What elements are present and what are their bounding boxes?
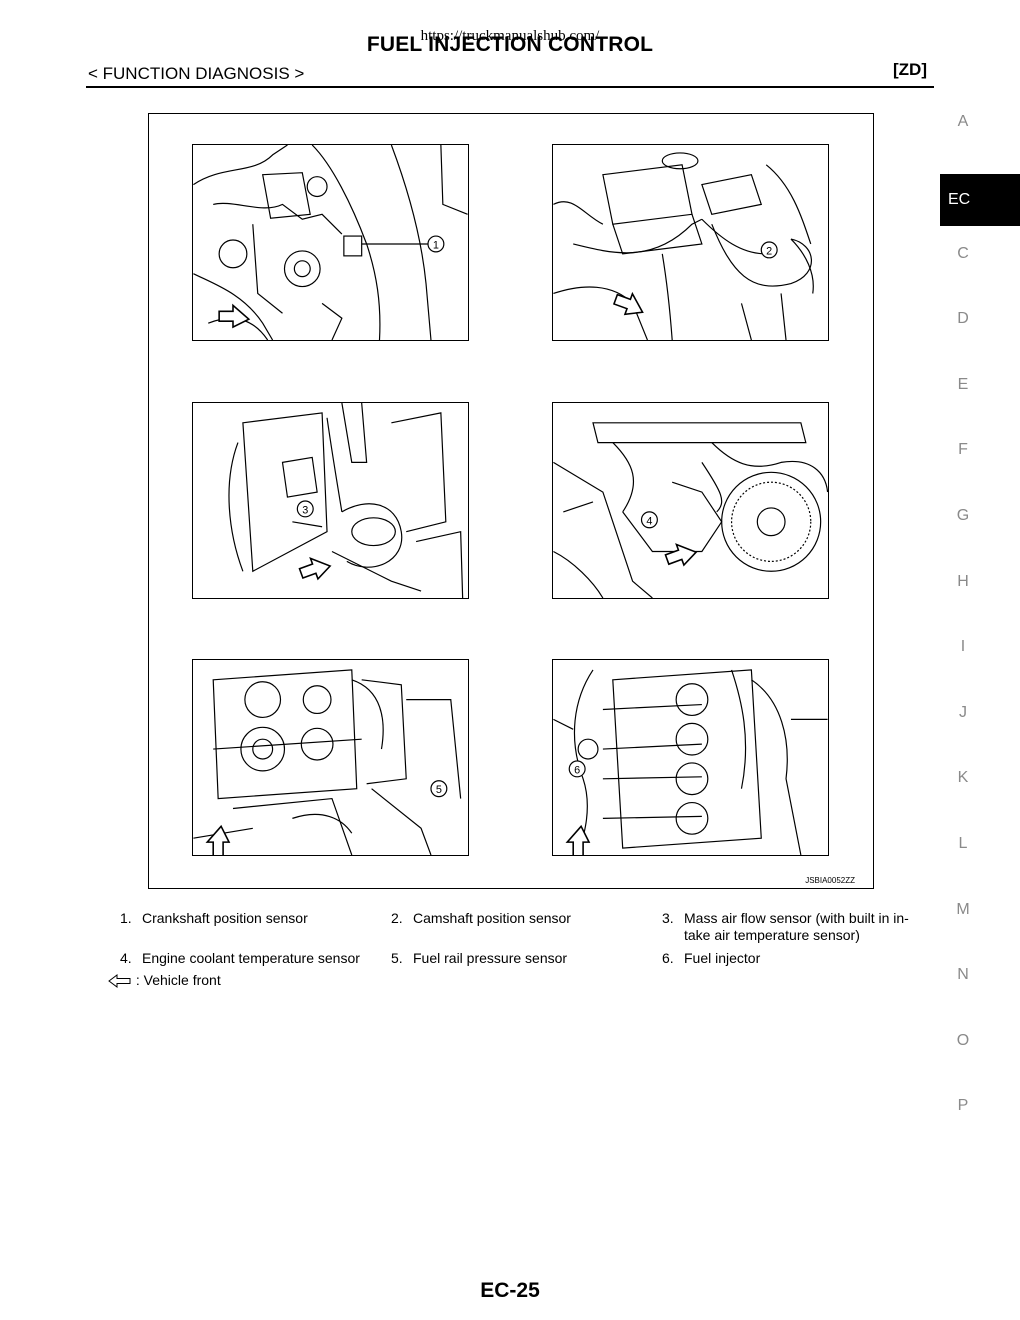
side-index-d[interactable]: D: [957, 310, 969, 328]
legend-number: 3.: [662, 910, 674, 926]
legend-text: Camshaft position sensor: [413, 910, 571, 926]
side-index-ec[interactable]: EC: [940, 173, 1020, 226]
side-index-e[interactable]: E: [957, 375, 969, 393]
side-index-m[interactable]: M: [956, 900, 970, 918]
legend-number: 2.: [391, 910, 403, 926]
panel-crankshaft-sensor: 1: [192, 144, 469, 341]
engine-illustration-6: 6: [553, 669, 828, 855]
vehicle-front-arrow-icon: [108, 974, 131, 989]
component-location-figure: 1 2: [148, 113, 874, 889]
side-index-n[interactable]: N: [957, 966, 969, 984]
vehicle-front-label: : Vehicle front: [135, 972, 221, 988]
callout-2: 2: [766, 245, 772, 257]
engine-illustration-2: 2: [553, 152, 814, 340]
engine-illustration-5: 5: [193, 669, 462, 855]
side-index-o[interactable]: O: [956, 1031, 970, 1049]
legend-text: Engine coolant temperature sensor: [142, 950, 360, 966]
side-index-nav: A EC C D E F G H I J K L M N O P: [940, 104, 1020, 1154]
vehicle-front-legend: : Vehicle front: [108, 972, 221, 989]
panel-fuel-injector: 6: [552, 659, 829, 856]
engine-illustration-3: 3: [228, 403, 464, 598]
callout-6-circle: [568, 760, 586, 778]
side-index-f[interactable]: F: [958, 441, 968, 459]
model-code: [ZD]: [893, 60, 927, 79]
side-index-k[interactable]: K: [957, 769, 969, 787]
callout-3-circle: [296, 500, 314, 518]
section-heading: < FUNCTION DIAGNOSIS >: [88, 64, 305, 83]
callout-4: 4: [646, 515, 652, 527]
figure-id: JSBIA0052ZZ: [805, 876, 855, 885]
callout-1: 1: [433, 239, 439, 251]
legend-text: Mass air flow sensor (with built in in-t…: [684, 910, 909, 943]
engine-illustration-1: 1: [193, 145, 468, 340]
header-rule: [86, 86, 934, 88]
callout-4-circle: [640, 511, 658, 529]
side-index-c[interactable]: C: [957, 244, 969, 262]
legend-text: Crankshaft position sensor: [142, 910, 308, 926]
callout-2-circle: [760, 241, 778, 259]
panel-mass-air-flow-sensor: 3: [192, 402, 469, 599]
callout-5-circle: [430, 780, 448, 798]
side-index-h[interactable]: H: [957, 572, 969, 590]
legend-text: Fuel rail pressure sensor: [413, 950, 568, 966]
panel-coolant-temperature-sensor: 4: [552, 402, 829, 599]
side-index-j[interactable]: J: [959, 703, 967, 721]
legend-number: 6.: [662, 950, 674, 966]
side-index-l[interactable]: L: [958, 834, 968, 852]
legend-number: 5.: [391, 950, 403, 966]
side-index-p[interactable]: P: [957, 1097, 969, 1115]
page-title: FUEL INJECTION CONTROL: [366, 33, 654, 56]
watermark-url: https://truckmanualshub.com/: [420, 28, 600, 44]
legend-number: 1.: [120, 910, 132, 926]
callout-6: 6: [574, 764, 580, 776]
side-index-a[interactable]: A: [957, 113, 969, 130]
callout-5: 5: [436, 784, 442, 796]
callout-3: 3: [302, 504, 308, 516]
engine-illustration-4: 4: [553, 422, 828, 598]
side-index-g[interactable]: G: [956, 506, 970, 524]
side-index-i[interactable]: I: [960, 638, 966, 656]
legend-number: 4.: [120, 950, 132, 966]
panel-camshaft-sensor: 2: [552, 144, 829, 341]
legend-text: Fuel injector: [684, 950, 761, 966]
page-number: EC-25: [480, 1279, 540, 1302]
panel-fuel-rail-pressure-sensor: 5: [192, 659, 469, 856]
callout-1-circle: [427, 235, 445, 253]
